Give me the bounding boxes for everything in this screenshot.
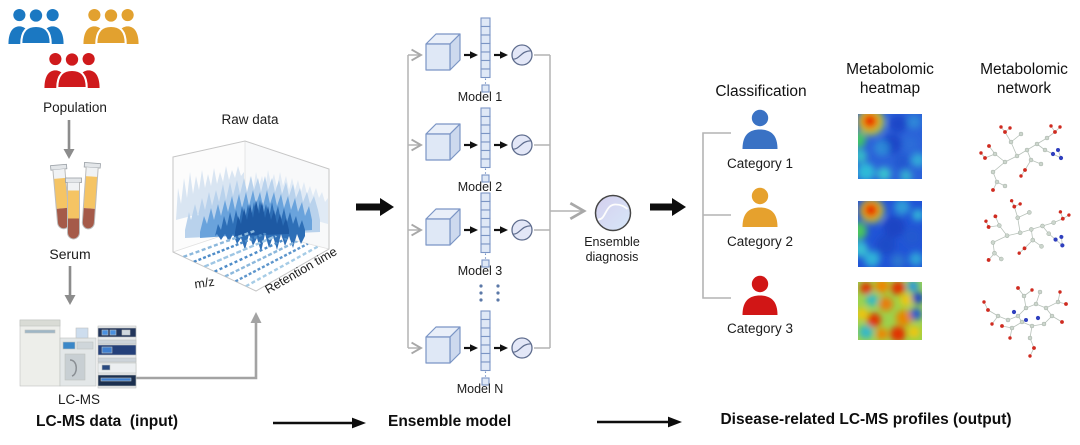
people-group-icon-blue: [7, 7, 65, 44]
model-n-label: Model N: [456, 382, 504, 396]
output-arrow: [650, 198, 686, 216]
output-caption: Disease-related LC-MS profiles (output): [720, 411, 1012, 428]
tensor-cube-icon: [425, 33, 461, 71]
population-label: Population: [43, 100, 107, 115]
people-group-icon-orange: [82, 7, 140, 44]
model-1-label: Model 1: [457, 90, 503, 104]
category-2-label: Category 2: [726, 234, 794, 249]
raw-data-title: Raw data: [221, 112, 279, 127]
model-n-unit: [425, 310, 533, 386]
ensemble-diagnosis-icon: [594, 194, 632, 232]
classification-title: Classification: [715, 83, 807, 100]
category-3-label: Category 3: [726, 321, 794, 336]
input-arrow: [356, 198, 394, 216]
heatmap-category-3: [858, 282, 922, 340]
network-graph-category-1: [978, 123, 1064, 193]
sigmoid-circle-icon: [511, 44, 533, 66]
models-ellipsis: [479, 284, 500, 302]
heatmap-category-1: [858, 114, 922, 179]
network-title: Metabolomic network: [980, 61, 1068, 97]
serum-label: Serum: [49, 246, 91, 262]
model-2-unit: [425, 107, 533, 183]
person-icon-category-1: [742, 109, 778, 149]
input-caption: LC-MS data (input): [36, 413, 179, 430]
people-group-icon-red: [43, 51, 101, 88]
person-icon-category-3: [742, 275, 778, 315]
mz-axis-label: m/z: [193, 275, 215, 292]
raw-data-3d-plot: m/z Retention time: [172, 140, 339, 297]
caption-arrows: [273, 420, 668, 425]
lcms-instrument-image: [19, 319, 137, 389]
person-icon-category-2: [742, 187, 778, 227]
heatmap-title: Metabolomic heatmap: [846, 61, 934, 97]
lcms-label: LC-MS: [57, 392, 100, 407]
category-bracket: [702, 132, 731, 299]
network-graph-category-2: [978, 194, 1073, 274]
serum-tubes-icon: [50, 162, 101, 240]
ensemble-diagnosis-label: Ensemble diagnosis: [584, 235, 640, 264]
model-2-label: Model 2: [457, 180, 503, 194]
feature-vector-icon: [480, 17, 491, 93]
network-graph-category-3: [981, 285, 1069, 359]
model-3-unit: [425, 192, 533, 268]
model-1-unit: [425, 17, 533, 93]
heatmap-category-2: [858, 201, 922, 267]
model-3-label: Model 3: [457, 264, 503, 278]
ensemble-caption: Ensemble model: [388, 413, 512, 430]
category-1-label: Category 1: [726, 156, 794, 171]
